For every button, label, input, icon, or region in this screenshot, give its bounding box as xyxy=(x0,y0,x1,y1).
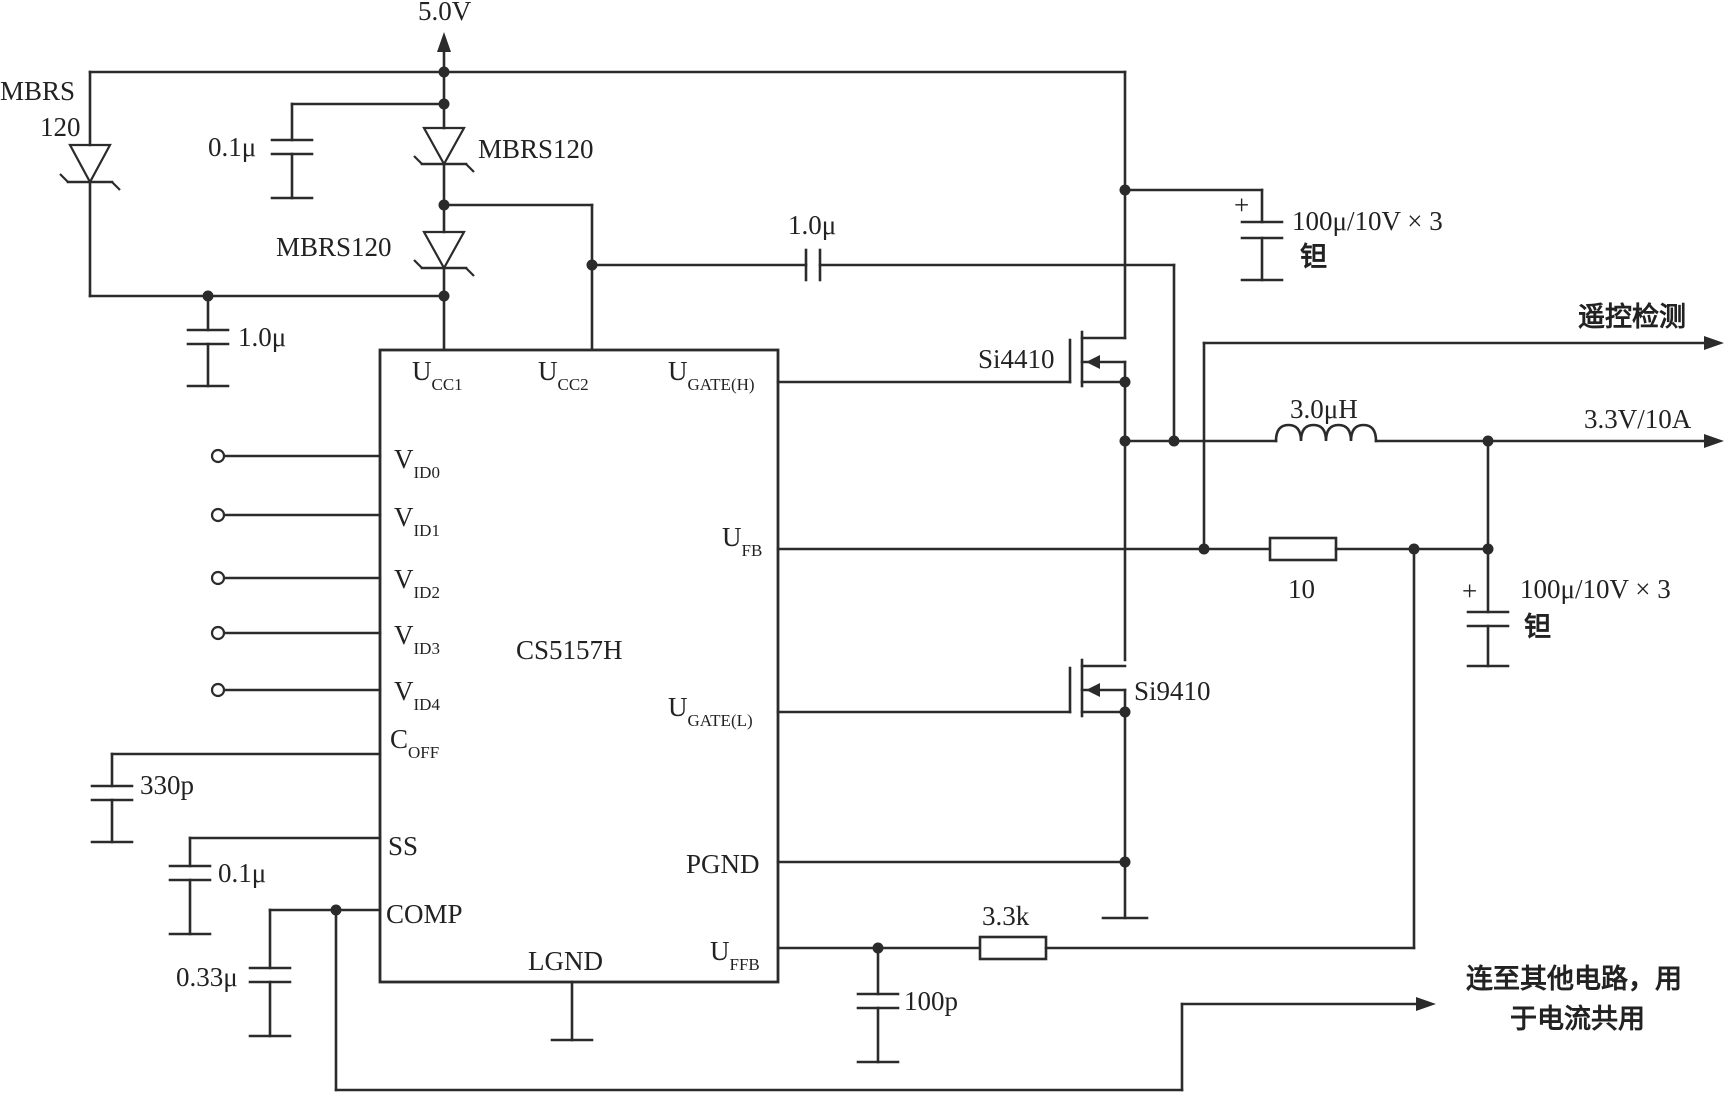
cap-left xyxy=(186,290,230,388)
share-label-2: 于电流共用 xyxy=(1510,1004,1645,1035)
cap-left-label: 1.0μ xyxy=(238,322,286,352)
fb-path xyxy=(776,439,1494,614)
pin-pgnd: PGND xyxy=(686,849,760,879)
ic-body xyxy=(378,348,780,984)
share-line xyxy=(334,908,1436,1092)
mosfet-low xyxy=(776,658,1149,920)
pin-vid4: VID4 xyxy=(394,676,440,714)
diode-mid xyxy=(413,203,598,352)
share-label-1: 连至其他电路，用 xyxy=(1466,963,1682,995)
cap-ss xyxy=(168,836,382,936)
cap-out xyxy=(1466,610,1510,668)
mosfet-low-label: Si9410 xyxy=(1134,676,1211,706)
diode-left-label-1: MBRS xyxy=(0,76,75,106)
main-output-label: 3.3V/10A xyxy=(1584,404,1692,434)
inductor-label: 3.0μH xyxy=(1290,394,1358,424)
cap-coff xyxy=(90,752,382,844)
inductor xyxy=(1274,423,1724,448)
mosfet-high-label: Si4410 xyxy=(978,344,1055,374)
cap-ffb xyxy=(856,946,900,1064)
vid3-terminal xyxy=(210,625,226,641)
vid4-terminal xyxy=(210,682,226,698)
cap-ss-label: 0.1μ xyxy=(218,858,266,888)
pin-ucc2: UCC2 xyxy=(538,356,589,394)
vid2-terminal xyxy=(210,570,226,586)
remote-sense-line xyxy=(1202,336,1724,551)
cap-top-label: 0.1μ xyxy=(208,132,256,162)
pin-vid0: VID0 xyxy=(394,444,440,482)
cap-in-label-2: 钽 xyxy=(1300,242,1327,273)
cap-coff-label: 330p xyxy=(140,770,194,800)
remote-sense-label: 遥控检测 xyxy=(1578,301,1686,333)
pin-comp: COMP xyxy=(386,899,463,929)
pin-ucc1: UCC1 xyxy=(412,356,463,394)
cap-in-plus: + xyxy=(1234,190,1249,220)
pin-ss: SS xyxy=(388,831,418,861)
cap-boot-label: 1.0μ xyxy=(788,210,836,240)
res-fb-label: 10 xyxy=(1288,574,1315,604)
vid-lines xyxy=(222,454,382,692)
cap-out-label-1: 100μ/10V × 3 xyxy=(1520,574,1671,604)
supply-label: 5.0V xyxy=(418,0,472,26)
diode-top xyxy=(413,70,475,234)
ic-name: CS5157H xyxy=(516,635,623,665)
cap-in-label-1: 100μ/10V × 3 xyxy=(1292,206,1443,236)
diode-top-label: MBRS120 xyxy=(478,134,594,164)
pin-vid3: VID3 xyxy=(394,620,440,658)
res-ffb-label: 3.3k xyxy=(982,901,1030,931)
diode-mid-label: MBRS120 xyxy=(276,232,392,262)
cap-comp xyxy=(248,904,382,1038)
cap-in xyxy=(1119,184,1284,282)
cap-ffb-label: 100p xyxy=(904,986,958,1016)
vid1-terminal xyxy=(210,507,226,523)
pin-vid1: VID1 xyxy=(394,502,440,540)
vid0-terminal xyxy=(210,448,226,464)
diode-left xyxy=(59,70,446,298)
pin-ugate-h: UGATE(H) xyxy=(668,356,755,394)
pin-coff: COFF xyxy=(390,724,439,762)
pin-uffb: UFFB xyxy=(710,936,760,974)
pin-ugate-l: UGATE(L) xyxy=(668,692,753,730)
cap-top xyxy=(270,102,446,200)
pin-lgnd: LGND xyxy=(528,946,603,976)
mosfet-high xyxy=(776,188,1131,443)
supply-rail xyxy=(88,32,1127,192)
ffb-path xyxy=(776,547,1416,961)
diode-left-label-2: 120 xyxy=(40,112,81,142)
cap-out-plus: + xyxy=(1462,576,1477,606)
lgnd-ground xyxy=(550,980,594,1042)
cap-out-label-2: 钽 xyxy=(1524,612,1551,643)
pin-vid2: VID2 xyxy=(394,564,440,602)
cap-boot xyxy=(590,248,1176,443)
cap-comp-label: 0.33μ xyxy=(176,962,238,992)
pin-ufb: UFB xyxy=(722,522,762,560)
switch-node xyxy=(1119,435,1278,662)
